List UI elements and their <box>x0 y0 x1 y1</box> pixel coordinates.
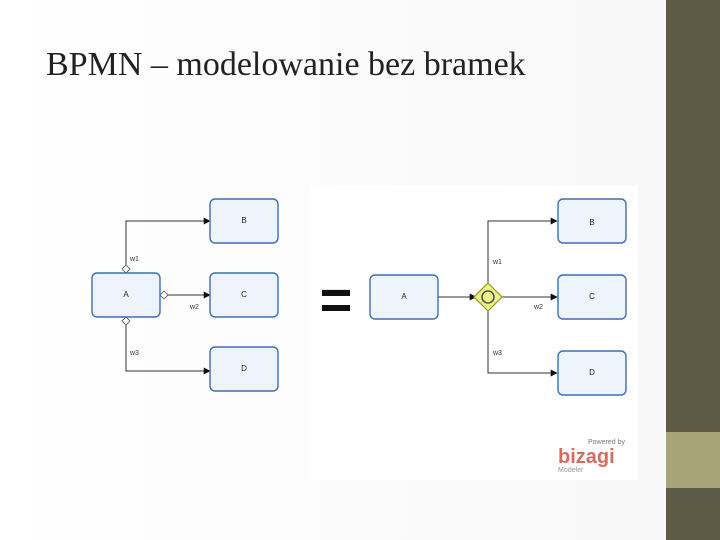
task-d: D <box>557 350 627 396</box>
conditional-marker-right <box>159 290 169 300</box>
task-a: A <box>91 272 161 318</box>
conditional-marker-top <box>121 264 131 274</box>
side-accent <box>666 432 720 488</box>
inclusive-gateway <box>473 282 503 312</box>
flow-a-to-d <box>125 317 211 375</box>
logo-powered-text: Powered by <box>588 439 625 446</box>
flow-label-w3: w3 <box>129 350 139 357</box>
task-a: A <box>369 274 439 320</box>
flow-label-w2: w2 <box>189 304 199 311</box>
flow-label-w3: w3 <box>492 350 502 357</box>
task-a-label: A <box>123 290 129 299</box>
task-d-label: D <box>589 368 595 377</box>
task-b: B <box>557 198 627 244</box>
equals-sign: = <box>320 268 353 331</box>
diagram-without-gateway: w1 w2 w3 A B C D <box>91 198 279 392</box>
task-d: D <box>209 346 279 392</box>
slide-title: BPMN – modelowanie bez bramek <box>46 46 526 83</box>
task-b-label: B <box>241 216 246 225</box>
task-c-label: C <box>589 292 595 301</box>
diagram-with-gateway: = w1 w2 w3 A B C D Powered by bizagi Mod… <box>310 185 638 480</box>
flow-gateway-to-d <box>487 309 558 377</box>
flow-label-w1: w1 <box>492 259 502 266</box>
flow-label-w1: w1 <box>129 256 139 263</box>
bizagi-logo: Powered by bizagi Modeler <box>558 439 625 474</box>
conditional-marker-bottom <box>121 316 131 326</box>
flow-a-to-b <box>125 217 211 273</box>
flow-label-w2: w2 <box>533 304 543 311</box>
task-b-label: B <box>589 218 594 227</box>
logo-product-text: Modeler <box>558 467 584 474</box>
task-c-label: C <box>241 290 247 299</box>
logo-brand-text: bizagi <box>558 446 615 468</box>
task-d-label: D <box>241 364 247 373</box>
task-b: B <box>209 198 279 244</box>
flow-gateway-to-b <box>487 217 558 285</box>
task-a-label: A <box>401 292 407 301</box>
task-c: C <box>557 274 627 320</box>
task-c: C <box>209 272 279 318</box>
